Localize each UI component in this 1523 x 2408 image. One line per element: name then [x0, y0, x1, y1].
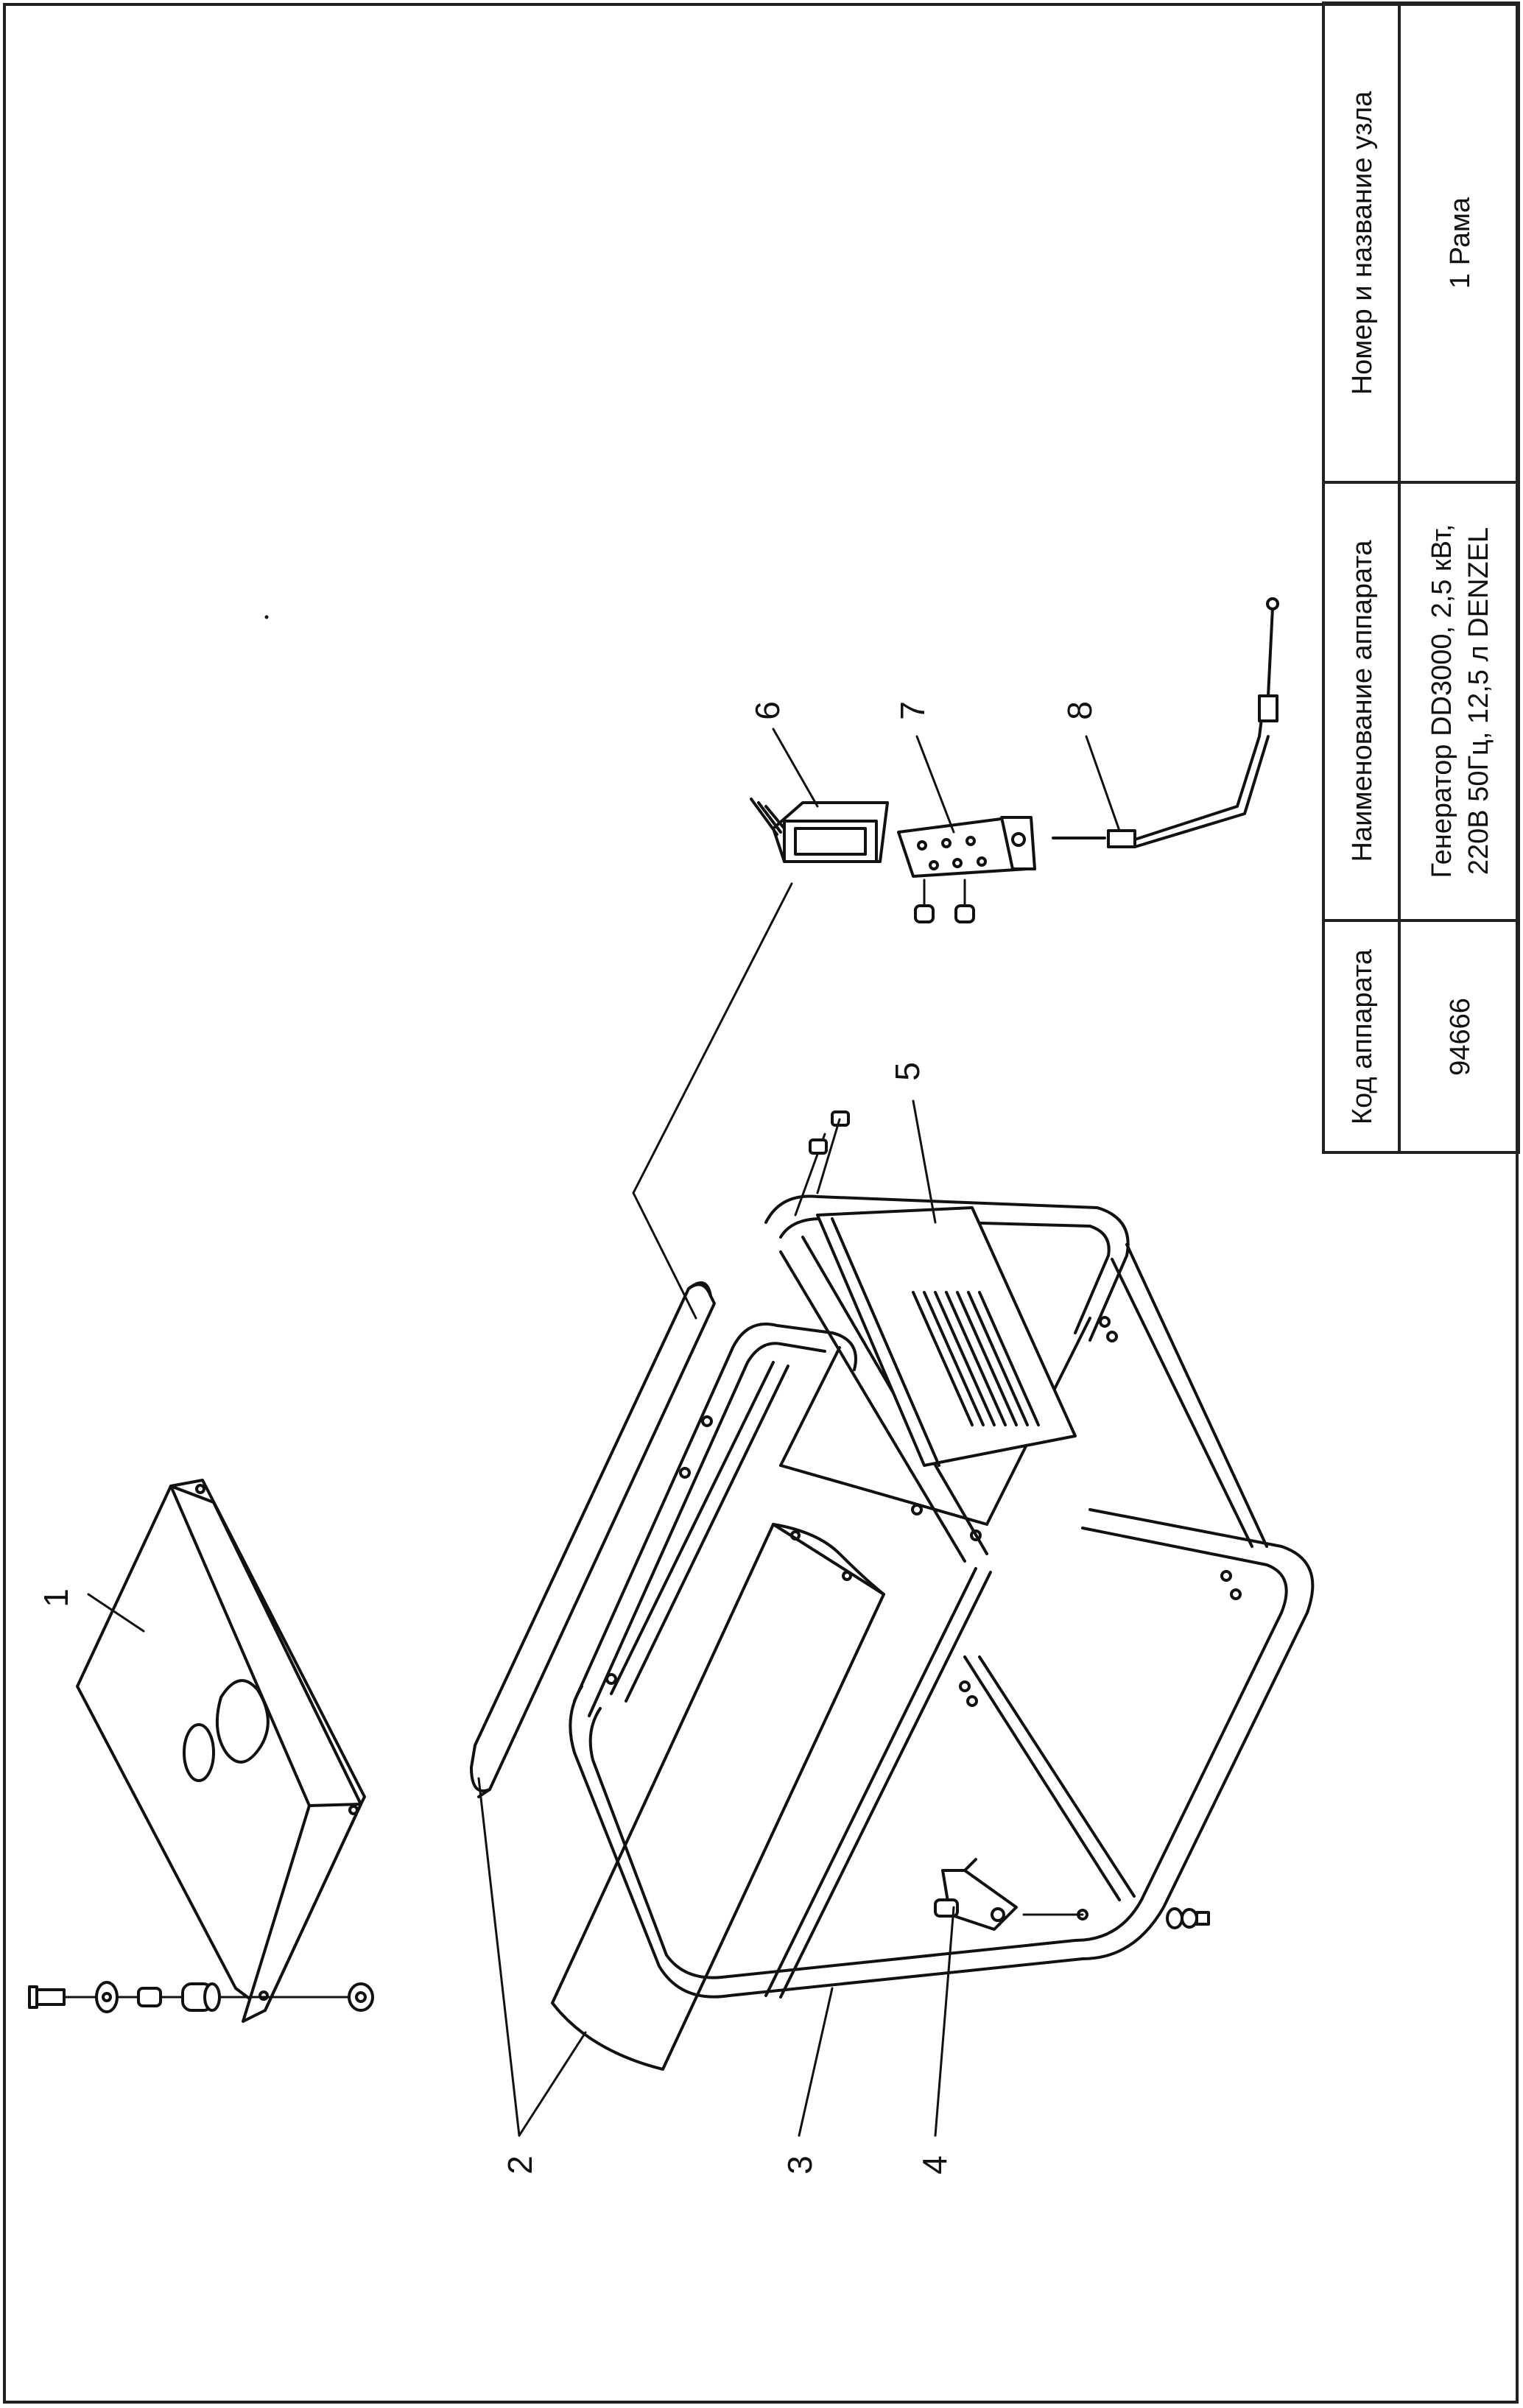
leader-lines — [87, 728, 1121, 2137]
callout-8: 8 — [1061, 701, 1099, 720]
part-8-ground-wire — [1052, 597, 1279, 848]
part-1-fasteners — [28, 1981, 374, 2013]
part-1-base-plate — [76, 1479, 366, 2023]
part-6-relay-box — [750, 798, 889, 863]
drawing-sheet — [3, 3, 1519, 2404]
callout-numbers: 1 2 3 4 5 6 7 8 — [37, 701, 1099, 2175]
part-4-bracket — [934, 1858, 1210, 1931]
callout-4: 4 — [915, 2155, 954, 2175]
callout-6: 6 — [748, 701, 787, 720]
callout-5: 5 — [888, 1062, 926, 1081]
code-value: 94666 — [1445, 998, 1476, 1076]
callout-2: 2 — [501, 2155, 539, 2175]
node-value: 1 Рама — [1445, 197, 1476, 289]
device-header: Наименование аппарата — [1347, 540, 1378, 862]
cover-vent-slots — [912, 1291, 1040, 1426]
title-block: Номер и название узла 1 Рама Наименовани… — [1322, 1, 1520, 1154]
stray-dot — [264, 615, 269, 619]
code-header: Код аппарата — [1347, 948, 1378, 1124]
callout-1: 1 — [37, 1588, 75, 1608]
part-7-angle-bracket — [897, 816, 1036, 923]
node-header: Номер и название узла — [1347, 91, 1378, 395]
part-5-control-cover — [794, 1110, 1077, 1467]
part-2-side-panels — [470, 1281, 885, 2071]
callout-7: 7 — [893, 701, 932, 720]
device-value-line2: 220В 50Гц, 12,5 л DENZEL — [1463, 527, 1494, 875]
device-value-line1: Генератор DD3000, 2,5 кВт, — [1427, 524, 1457, 879]
callout-3: 3 — [781, 2155, 819, 2175]
